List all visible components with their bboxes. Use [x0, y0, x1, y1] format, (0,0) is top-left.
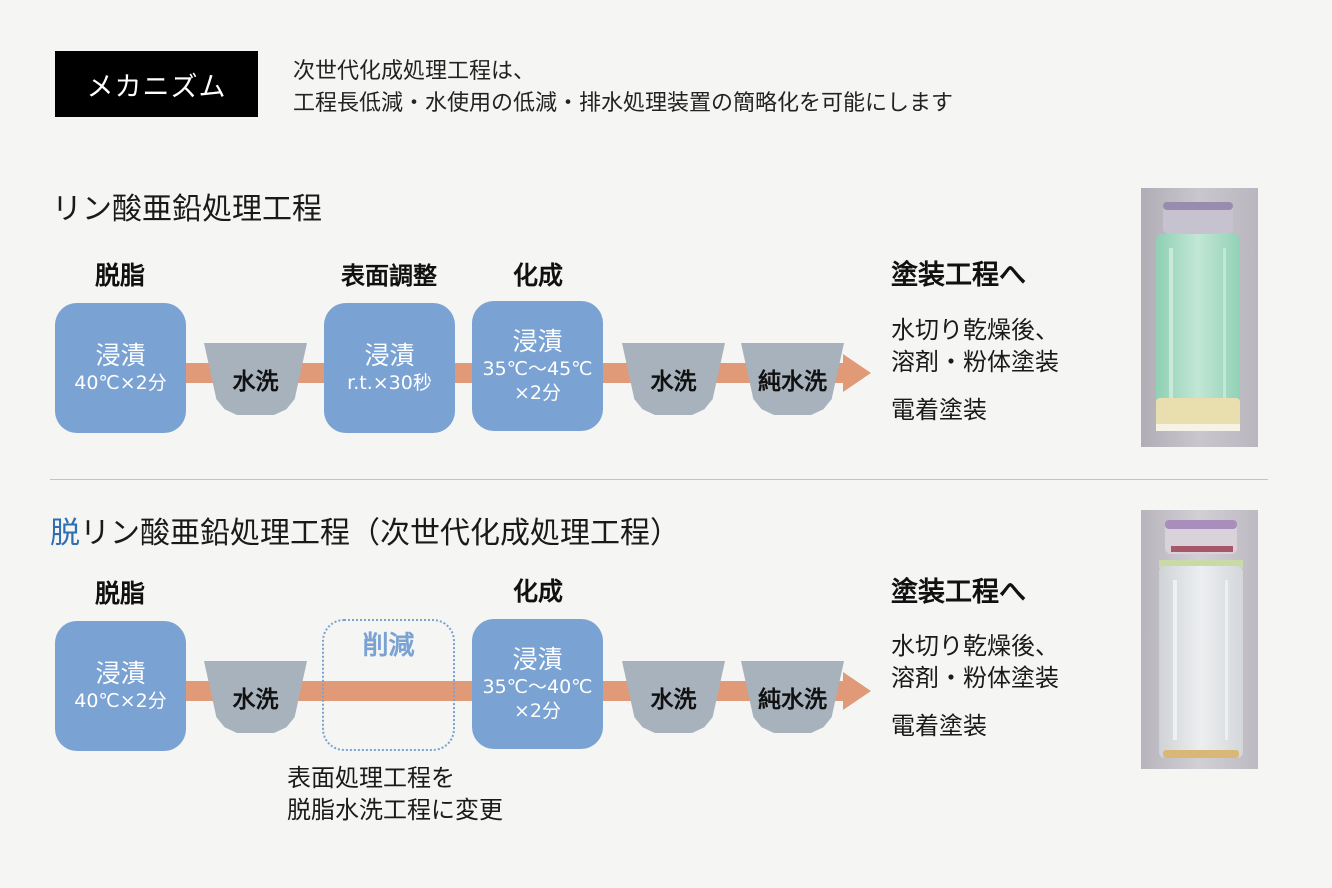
process-a-dest-text: 水切り乾燥後、 溶剤・粉体塗装 電着塗装 [891, 314, 1059, 426]
intro-line-2: 工程長低減・水使用の低減・排水処理装置の簡略化を可能にします [293, 91, 954, 116]
process-b-title-accent: 脱 [50, 516, 80, 551]
jar-image [1141, 188, 1258, 447]
process-a-surface-box: 浸漬 r.t.×30秒 [324, 303, 455, 433]
process-b-conversion-box: 浸漬 35℃〜40℃ ×2分 [472, 619, 603, 749]
process-b-removed-step-box: 削減 [322, 619, 455, 751]
box-main: 浸漬 [95, 341, 146, 370]
box-main: 浸漬 [364, 341, 415, 370]
process-b-change-note: 表面処理工程を 脱脂水洗工程に変更 [287, 762, 503, 826]
box-main: 浸漬 [512, 327, 563, 356]
dest-line-1: 水切り乾燥後、 [891, 632, 1059, 660]
process-b-wash-2: 水洗 [622, 661, 725, 733]
process-a-jar-photo [1141, 188, 1258, 447]
box-sub: 40℃×2分 [74, 690, 167, 712]
process-a-label-degrease: 脱脂 [94, 261, 146, 290]
process-a-label-surface: 表面調整 [341, 262, 437, 290]
process-b-degrease-box: 浸漬 40℃×2分 [55, 621, 186, 751]
process-b-title-rest: リン酸亜鉛処理工程（次世代化成処理工程） [80, 516, 680, 551]
box-main: 浸漬 [95, 659, 146, 688]
process-b-wash-1: 水洗 [204, 661, 307, 733]
process-a-flow-arrowhead [843, 354, 871, 392]
process-b-label-degrease: 脱脂 [94, 579, 146, 608]
process-b-wash-pure: 純水洗 [741, 661, 844, 733]
box-sub: 40℃×2分 [74, 372, 167, 394]
process-a-dest-title: 塗装工程へ [891, 260, 1026, 291]
process-b-dest-text: 水切り乾燥後、 溶剤・粉体塗装 電着塗装 [891, 630, 1059, 742]
box-main: 浸漬 [512, 645, 563, 674]
intro-text: 次世代化成処理工程は、 工程長低減・水使用の低減・排水処理装置の簡略化を可能にし… [293, 56, 953, 120]
process-b-title: 脱リン酸亜鉛処理工程（次世代化成処理工程） [50, 508, 680, 552]
process-a-wash-1: 水洗 [204, 343, 307, 415]
box-sub: r.t.×30秒 [347, 372, 432, 394]
process-a-degrease-box: 浸漬 40℃×2分 [55, 303, 186, 433]
process-b-label-conversion: 化成 [512, 577, 564, 606]
mechanism-badge: メカニズム [55, 51, 258, 117]
box-sub-2: ×2分 [513, 382, 561, 404]
jar-image [1141, 510, 1258, 769]
intro-line-1: 次世代化成処理工程は、 [293, 59, 536, 84]
dest-line-3: 電着塗装 [891, 712, 987, 740]
note-line-1: 表面処理工程を [287, 764, 455, 792]
process-a-label-conversion: 化成 [512, 261, 564, 290]
process-a-wash-2: 水洗 [622, 343, 725, 415]
dest-line-2: 溶剤・粉体塗装 [891, 664, 1059, 692]
dest-line-2: 溶剤・粉体塗装 [891, 348, 1059, 376]
process-b-jar-photo [1141, 510, 1258, 769]
box-sub: 35℃〜45℃ [482, 358, 593, 380]
dest-line-3: 電着塗装 [891, 396, 987, 424]
process-b-flow-arrowhead [843, 672, 871, 710]
process-b-dest-title: 塗装工程へ [891, 577, 1026, 608]
process-a-wash-pure: 純水洗 [741, 343, 844, 415]
box-sub: 35℃〜40℃ [482, 676, 593, 698]
process-a-conversion-box: 浸漬 35℃〜45℃ ×2分 [472, 301, 603, 431]
note-line-2: 脱脂水洗工程に変更 [287, 796, 503, 824]
removed-label: 削減 [362, 631, 415, 661]
box-sub-2: ×2分 [513, 700, 561, 722]
dest-line-1: 水切り乾燥後、 [891, 316, 1059, 344]
section-divider [50, 479, 1268, 480]
process-a-title: リン酸亜鉛処理工程 [52, 192, 322, 227]
